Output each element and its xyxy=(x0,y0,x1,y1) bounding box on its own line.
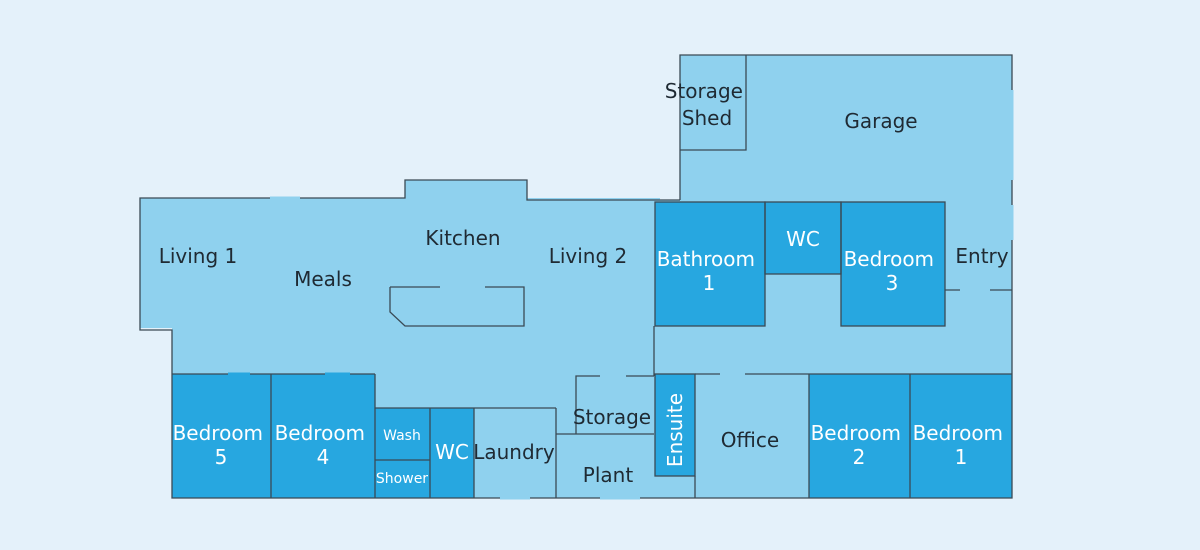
kitchen-bay xyxy=(405,180,527,200)
bedroom-2-room xyxy=(809,374,910,498)
ensuite-label: Ensuite xyxy=(663,393,687,467)
wc-bottom-room xyxy=(430,408,474,498)
bedroom-3-room xyxy=(841,202,945,326)
plant-label: Plant xyxy=(583,463,634,487)
openings xyxy=(198,90,1014,500)
entry-label: Entry xyxy=(955,244,1008,268)
walls xyxy=(139,54,1013,499)
wc-top-label: WC xyxy=(786,227,820,251)
storage-plant-area xyxy=(556,375,656,498)
kitchen-island xyxy=(389,286,525,327)
bathroom-1-room xyxy=(655,202,765,326)
ensuite-room xyxy=(655,374,695,476)
storage-wall xyxy=(575,375,654,434)
bedroom-5-label: Bedroom 5 xyxy=(173,421,270,469)
ensuite-wall xyxy=(654,373,696,477)
living-area-upper xyxy=(140,198,660,328)
labels: Storage Shed Garage Living 1 Meals Kitch… xyxy=(159,79,1010,487)
dark-rooms xyxy=(172,202,1012,498)
bedroom-3-label: Bedroom 3 xyxy=(844,247,941,295)
shower-label: Shower xyxy=(376,471,428,487)
office-label: Office xyxy=(721,428,779,452)
storage-shed-wall xyxy=(680,55,747,151)
living-1-label: Living 1 xyxy=(159,244,238,268)
garage-label: Garage xyxy=(844,109,917,133)
garage-area xyxy=(680,55,1012,202)
wash-shower-room xyxy=(375,408,430,498)
bathroom-1-label: Bathroom 1 xyxy=(657,247,762,295)
outer-wall xyxy=(139,54,1013,499)
laundry-area xyxy=(474,405,556,498)
living-area-lower xyxy=(172,326,660,376)
bedroom-4-label: Bedroom 4 xyxy=(275,421,372,469)
wash-label: Wash xyxy=(383,428,421,444)
storage-shed-label: Storage Shed xyxy=(665,79,750,130)
laundry-label: Laundry xyxy=(473,440,555,464)
meals-label: Meals xyxy=(294,267,352,291)
wc-bottom-label: WC xyxy=(435,440,469,464)
bedroom-2-label: Bedroom 2 xyxy=(811,421,908,469)
bedroom-1-room xyxy=(910,374,1012,498)
bedroom-3-wall xyxy=(840,201,946,327)
wc-top-room xyxy=(765,202,841,274)
bedroom-5-room xyxy=(172,374,271,498)
bedroom-1-label: Bedroom 1 xyxy=(913,421,1010,469)
bedroom-4-room xyxy=(271,374,375,498)
laundry-storage-wall xyxy=(555,408,654,498)
storage-label: Storage xyxy=(573,405,651,429)
kitchen-label: Kitchen xyxy=(425,226,500,250)
living-2-label: Living 2 xyxy=(549,244,628,268)
